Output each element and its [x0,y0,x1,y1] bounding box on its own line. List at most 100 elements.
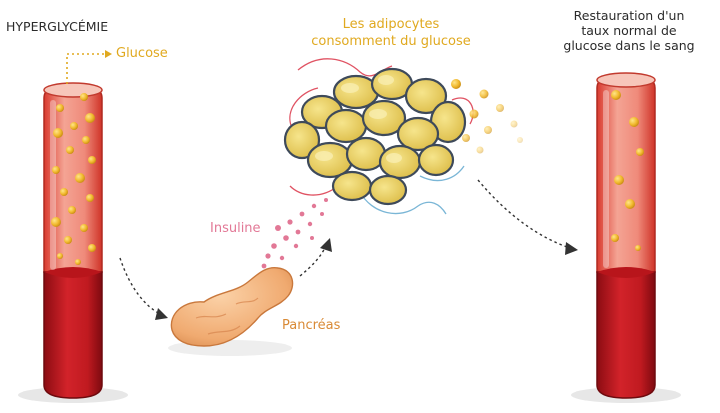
insulin-dot [265,253,271,259]
insulin-dot [310,236,314,240]
adipocyte-highlight [315,151,333,161]
glucose-dot [56,104,64,112]
vessel-red [289,87,319,129]
glucose-dot [88,156,96,164]
vessel-blue [359,191,447,215]
insulin-dot [287,219,293,225]
adipocytes-caption-line2: consomment du glucose [311,34,471,49]
adipocyte-highlight [369,109,387,119]
adipocyte [283,120,321,160]
hyperglycemia-title: HYPERGLYCÉMIE [6,19,109,34]
glucose-dot [80,93,88,101]
glucose-dot [451,79,461,89]
left-tube-glucose-dots [51,93,96,265]
right-blood-tube [571,72,681,403]
insulin-dot [299,211,305,217]
glucose-dot [484,126,492,134]
pancreas-label: Pancréas [282,318,341,333]
restoration-caption: Restauration d'un taux normal de glucose… [548,8,710,53]
glucose-dot [611,90,621,100]
glucose-dot [462,134,470,142]
glucose-dot [80,224,88,232]
vessel-red [451,97,474,125]
insulin-dot [261,263,267,269]
insulin-dot [320,212,324,216]
vessel-red [289,185,339,196]
restoration-caption-line1: Restauration d'un [573,8,685,23]
right-tube-meniscus [597,267,655,278]
arrowhead [320,238,332,252]
glucose-pointer [66,50,112,84]
left-blood-tube [18,82,128,403]
glucose-dot [60,188,68,196]
glucose-dot [51,217,61,227]
glucose-dot [86,194,94,202]
left-tube-blood [43,271,103,399]
insulin-dot [311,203,317,209]
insulin-dot [307,221,313,227]
vessel-blue [419,165,465,182]
right-tube-glucose-dots [611,90,644,251]
arrow-tube-to-pancreas [119,257,161,315]
pancreas-body [170,267,294,347]
right-tube-glare [603,90,609,268]
glucose-dot [68,206,76,214]
arrow-adipocytes-to-tube [477,179,571,249]
adipocyte [331,170,373,202]
glucose-dot [75,259,81,265]
adipocyte [396,116,440,152]
glucose-dot [75,173,85,183]
left-tube-meniscus [44,267,102,278]
pancreas-texture [195,297,259,335]
pancreas [168,267,294,356]
right-tube-rim [596,72,656,88]
adipocyte-cluster [283,58,523,215]
arrowhead [565,242,578,255]
insulin-dot [283,235,289,241]
adipocyte-highlight [341,83,359,93]
glucose-dot [496,104,504,112]
glucose-dot [614,175,624,185]
restoration-caption-line3: glucose dans le sang [563,38,695,53]
adipocyte [378,144,422,180]
glucose-pointer-line [66,53,106,84]
adipocyte [368,174,408,206]
arrowhead [155,308,168,320]
adipocyte-highlight [378,75,394,85]
insulin-dot [271,243,277,249]
glucose-dot [479,89,489,99]
glucose-dot [469,109,479,119]
insulin-dot [293,243,299,249]
insulin-dots [261,198,328,269]
insulin-dot [279,255,285,261]
right-tube-blood [596,271,656,399]
glucose-dot [66,146,74,154]
glucose-dot [629,117,639,127]
insulin-dot [275,225,281,231]
insulin-dot [295,229,301,235]
adipocyte [361,99,407,137]
glucose-dot [53,128,63,138]
glucose-dot [611,234,619,242]
glucose-pointer-arrowhead [105,50,112,58]
glucose-dot [85,113,95,123]
glucose-dot [88,244,96,252]
glucose-dot [625,199,635,209]
left-tube-glare [50,100,56,270]
insulin-label: Insuline [210,221,261,236]
adipocytes-caption-line1: Les adipocytes [342,17,440,32]
left-tube-rim [43,82,103,98]
adipocyte [324,108,368,144]
adipocyte [404,77,448,115]
glucose-dot [82,136,90,144]
glucose-dot [635,245,641,251]
arrow-pancreas-to-insulin [299,245,327,277]
glucose-label: Glucose [116,46,168,61]
consumed-glucose-dots [451,79,523,154]
glucose-dot [636,148,644,156]
adipocyte [417,143,455,177]
adipocytes-caption: Les adipocytes consomment du glucose [286,16,496,50]
glucose-dot [476,146,484,154]
restoration-caption-line2: taux normal de [581,23,677,38]
